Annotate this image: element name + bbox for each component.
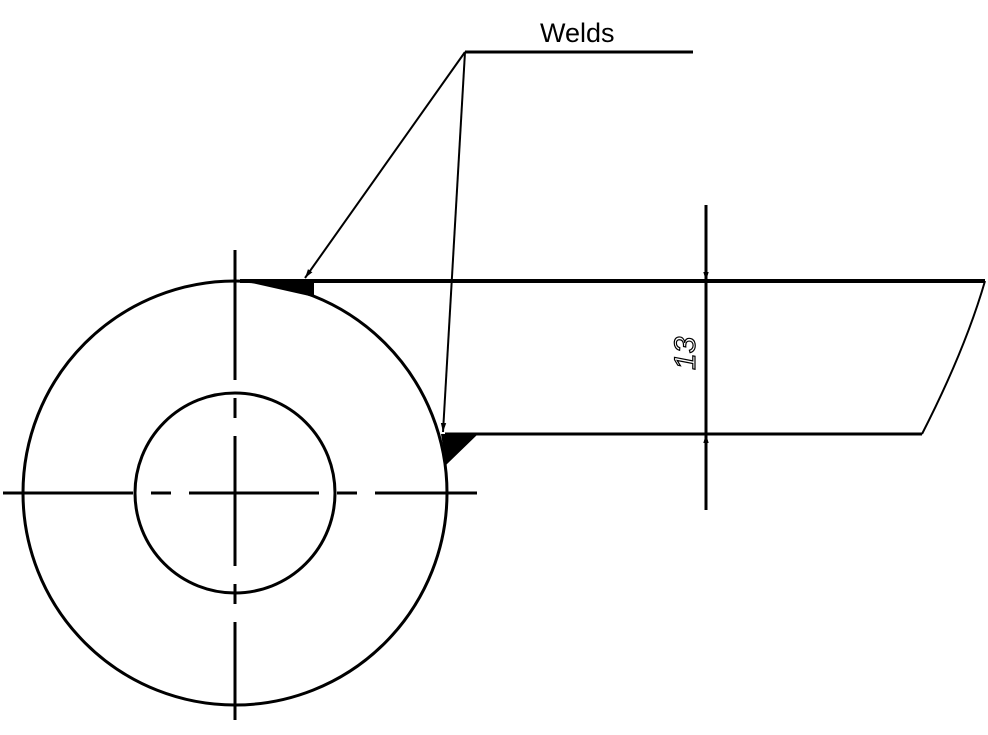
weld-top bbox=[243, 281, 314, 297]
leader-arrow-top-weld bbox=[304, 51, 466, 279]
weld-bottom bbox=[441, 434, 478, 465]
leader-arrow-bottom-weld bbox=[440, 51, 466, 433]
welds-label: Welds bbox=[540, 18, 615, 48]
dimension-text: 13 bbox=[669, 336, 702, 370]
break-line bbox=[921, 280, 986, 435]
